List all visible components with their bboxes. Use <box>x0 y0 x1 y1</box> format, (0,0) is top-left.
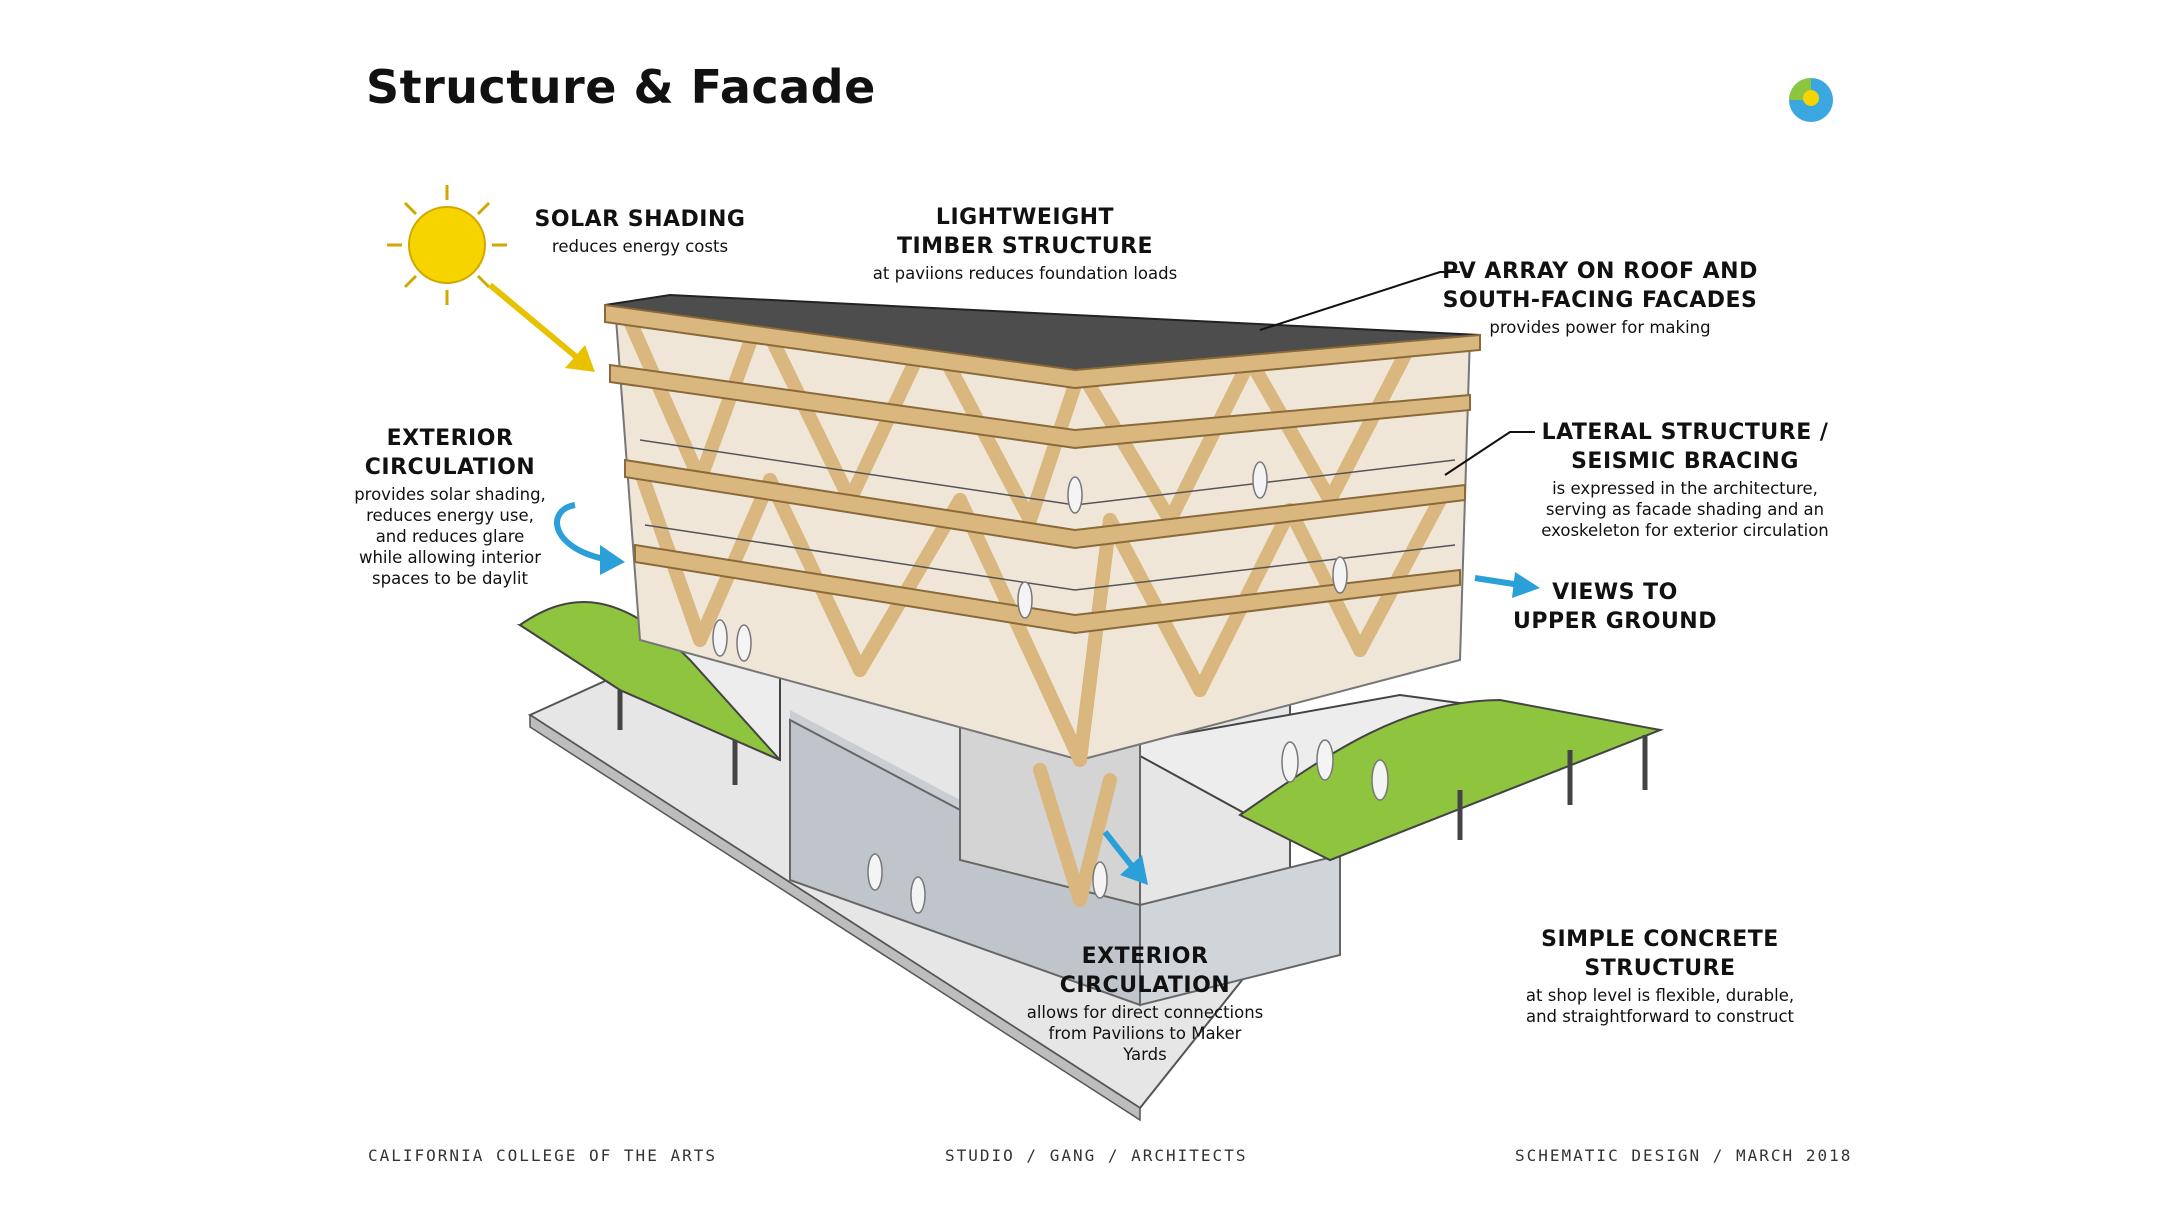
label-solar-shading: SOLAR SHADING reduces energy costs <box>534 207 746 256</box>
people-figures <box>712 461 1389 914</box>
timber-floor-slabs <box>609 363 1471 635</box>
page-title: Structure & Facade <box>366 60 876 114</box>
label-exterior-circulation-bottom: EXTERIOR CIRCULATION allows for direct c… <box>1026 944 1264 1064</box>
views-arrow-icon <box>1474 572 1540 598</box>
shop-glass-right <box>1139 853 1341 1007</box>
label-timber-structure: LIGHTWEIGHT TIMBER STRUCTURE at paviions… <box>872 205 1178 283</box>
leader-lines <box>1259 271 1535 476</box>
footer-right: SCHEMATIC DESIGN / MARCH 2018 <box>1515 1146 1853 1165</box>
green-roof-left <box>518 601 781 761</box>
label-lateral-structure: LATERAL STRUCTURE / SEISMIC BRACING is e… <box>1541 420 1829 540</box>
footer-left: CALIFORNIA COLLEGE OF THE ARTS <box>368 1146 717 1165</box>
sun-arrow-icon <box>488 282 595 372</box>
label-exterior-circulation-left: EXTERIOR CIRCULATION provides solar shad… <box>354 426 546 588</box>
green-roof-right <box>1238 698 1664 862</box>
footer-center: STUDIO / GANG / ARCHITECTS <box>945 1146 1248 1165</box>
label-simple-concrete: SIMPLE CONCRETE STRUCTURE at shop level … <box>1525 927 1795 1026</box>
label-views-upper-ground: VIEWS TO UPPER GROUND <box>1513 580 1717 634</box>
down-arrow-icon <box>1102 830 1148 885</box>
sustainability-logo <box>1776 62 1846 132</box>
label-pv-array: PV ARRAY ON ROOF AND SOUTH-FACING FACADE… <box>1442 259 1758 337</box>
sun-icon <box>387 185 507 305</box>
circulation-arrow-icon <box>554 502 611 563</box>
